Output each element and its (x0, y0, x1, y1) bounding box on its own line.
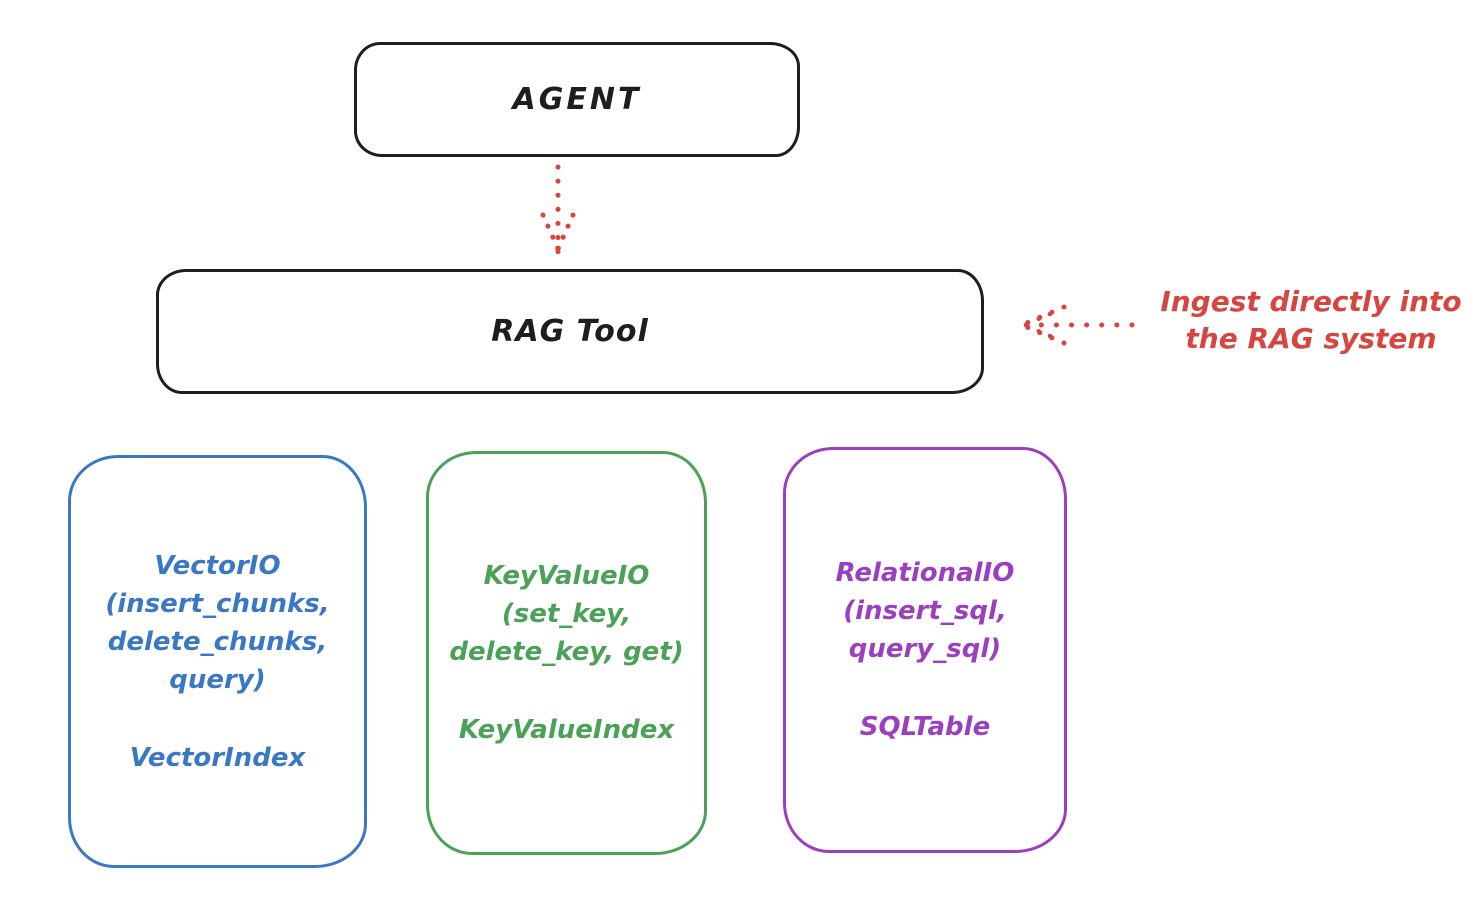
sqltable-label: SQLTable (859, 712, 991, 742)
relational-io-box: RelationalIO (insert_sql, query_sql) SQL… (783, 447, 1067, 853)
agent-box-label: AGENT (512, 82, 642, 117)
keyvalue-index-label: KeyValueIndex (458, 715, 675, 745)
relational-io-title: RelationalIO (insert_sql, query_sql) (835, 558, 1015, 664)
ingest-arrow-icon (1019, 304, 1135, 346)
vector-io-title: VectorIO (insert_chunks, delete_chunks, … (105, 550, 330, 695)
vector-index-label: VectorIndex (129, 742, 306, 773)
rag-tool-box-label: RAG Tool (491, 314, 649, 349)
vector-io-box: VectorIO (insert_chunks, delete_chunks, … (68, 455, 367, 868)
keyvalue-io-title: KeyValueIO (set_key, delete_key, get) (449, 561, 684, 667)
ingest-annotation-text: Ingest directly into the RAG system (1160, 285, 1462, 355)
keyvalue-io-box: KeyValueIO (set_key, delete_key, get) Ke… (426, 451, 707, 855)
agent-box: AGENT (354, 42, 800, 157)
rag-tool-box: RAG Tool (156, 269, 984, 394)
agent-to-ragtool-arrow-icon (540, 164, 576, 256)
